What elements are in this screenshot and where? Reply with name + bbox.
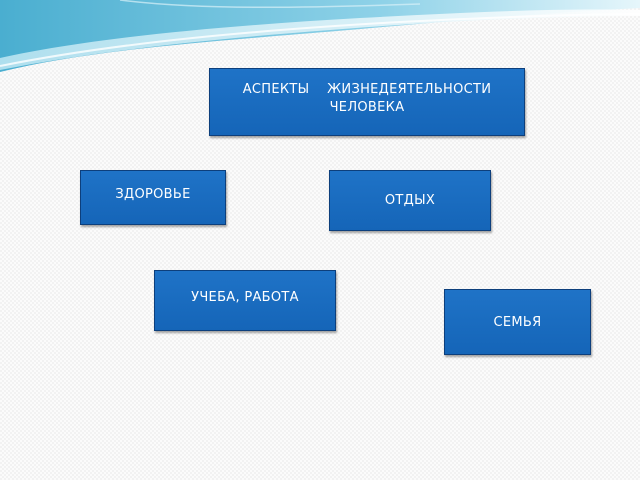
node-study-work-label: УЧЕБА, РАБОТА: [191, 290, 299, 305]
node-family-label: СЕМЬЯ: [493, 314, 542, 330]
decorative-wave-header: [0, 0, 640, 72]
node-rest-label: ОТДЫХ: [384, 193, 436, 208]
node-health: ЗДОРОВЬЕ: [80, 170, 226, 225]
node-family: СЕМЬЯ: [444, 289, 591, 355]
diagram-title-box: АСПЕКТЫ ЖИЗНЕДЕЯТЕЛЬНОСТИ ЧЕЛОВЕКА: [209, 68, 525, 136]
node-study-work: УЧЕБА, РАБОТА: [154, 270, 336, 331]
title-line-1: АСПЕКТЫ ЖИЗНЕДЕЯТЕЛЬНОСТИ: [242, 82, 492, 97]
node-rest: ОТДЫХ: [329, 170, 491, 231]
title-line-2: ЧЕЛОВЕКА: [329, 100, 405, 115]
node-health-label: ЗДОРОВЬЕ: [115, 187, 191, 202]
